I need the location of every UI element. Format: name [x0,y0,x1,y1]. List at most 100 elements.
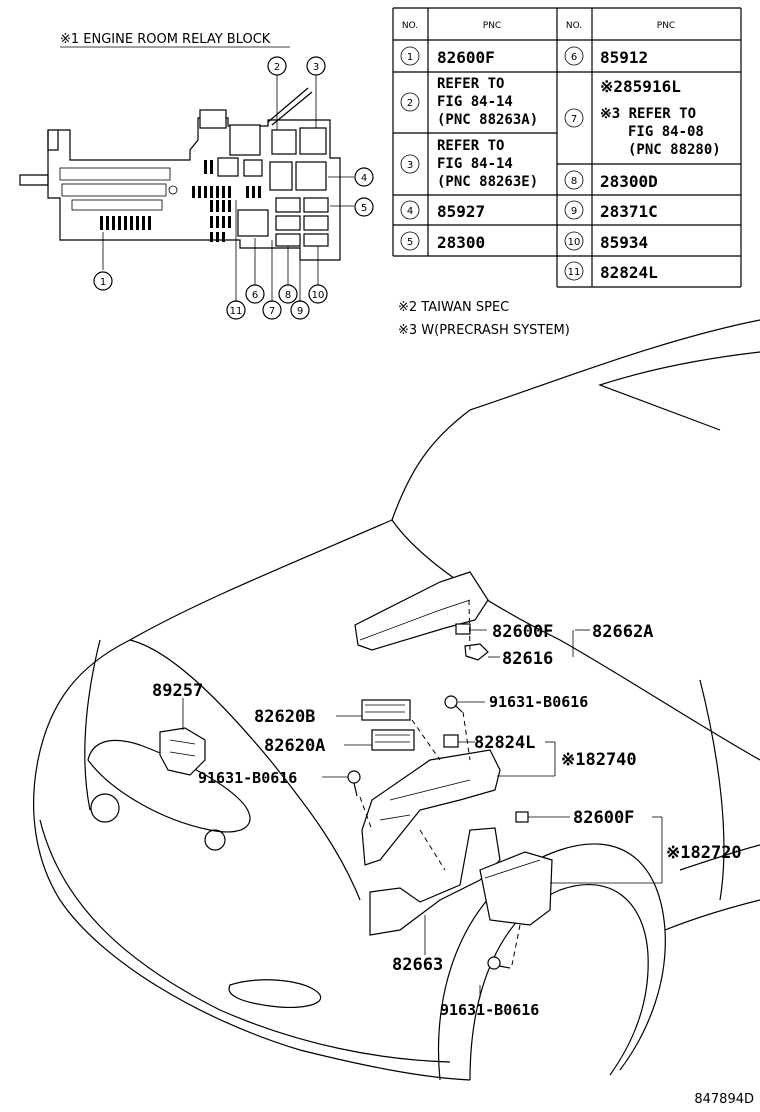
table-header-no-right: NO. [566,21,582,31]
svg-text:6: 6 [252,290,258,301]
svg-text:3: 3 [313,62,319,73]
relay-block-82740-part [361,749,501,866]
relay-callout-1: 1 [93,271,113,291]
table-row: 7 ※285916L ※3 REFER TO FIG 84-08 (PNC 88… [564,77,721,158]
svg-text:6: 6 [571,52,577,63]
relay-callout-3: 3 [306,56,326,76]
label-82824L: 82824L [474,733,535,753]
svg-text:85934: 85934 [600,233,648,252]
svg-text:28300D: 28300D [600,172,658,191]
relay-callout-4: 4 [354,167,374,187]
relay-82620A-part [371,729,415,751]
svg-text:9: 9 [297,306,303,317]
relay-callout-6: 6 [245,284,265,304]
relay-callout-11: 11 [226,300,246,320]
svg-text:4: 4 [407,206,413,217]
svg-text:※285916L: ※285916L [600,77,681,96]
svg-text:1: 1 [407,52,413,63]
svg-text:※3 REFER TO: ※3 REFER TO [600,106,696,122]
relay-callout-9: 9 [290,300,310,320]
svg-text:REFER TO: REFER TO [437,76,504,92]
svg-text:7: 7 [571,114,577,125]
svg-text:28300: 28300 [437,233,485,252]
relay-block-title: ※1 ENGINE ROOM RELAY BLOCK [60,32,271,47]
assembly-lines [359,599,521,966]
table-header-pnc-left: PNC [483,21,501,31]
fuse-82600F-low-part [515,811,529,823]
table-row: 3 REFER TO FIG 84-14 (PNC 88263E) [400,138,538,190]
svg-text:8: 8 [285,290,291,301]
label-82620A: 82620A [264,736,325,756]
pnc-table: NO. PNC NO. PNC 1 82600F 2 REFER TO FIG … [392,7,742,288]
bracket-89257-part [159,705,206,776]
svg-text:11: 11 [230,306,243,317]
svg-text:2: 2 [407,98,413,109]
label-82616: 82616 [502,649,553,669]
relay-block-cover [354,571,489,651]
fuse-82600F-top-part [455,623,471,635]
figure-id: 847894D [694,1092,754,1107]
svg-text:82824L: 82824L [600,263,658,282]
fuse-cluster [100,160,261,242]
svg-text:10: 10 [312,290,325,301]
table-row: 10 85934 [564,231,648,252]
note-precrash-system: ※3 W(PRECRASH SYSTEM) [398,323,570,338]
svg-text:7: 7 [269,306,275,317]
label-82600F-top: 82600F [492,622,553,642]
relay-callout-7: 7 [262,300,282,320]
table-row: 8 28300D [564,170,658,191]
label-82620B: 82620B [254,707,315,727]
label-82662A: 82662A [592,622,653,642]
label-91631-top: 91631-B0616 [489,693,588,711]
relay-callout-5: 5 [354,197,374,217]
svg-text:3: 3 [407,160,413,171]
svg-text:FIG 84-08: FIG 84-08 [628,124,704,140]
table-row: 6 85912 [564,46,648,67]
svg-text:REFER TO: REFER TO [437,138,504,154]
label-91631-bottom: 91631-B0616 [440,1001,539,1019]
car-outline [33,319,760,1081]
relay-82620B-part [361,699,411,721]
svg-text:10: 10 [568,237,581,248]
svg-text:2: 2 [274,62,280,73]
label-82600F-low: 82600F [573,808,634,828]
label-82663: 82663 [392,955,443,975]
svg-text:(PNC 88263A): (PNC 88263A) [437,112,538,128]
svg-text:9: 9 [571,206,577,217]
svg-text:5: 5 [407,237,413,248]
svg-text:1: 1 [100,277,106,288]
table-row: 9 28371C [564,200,658,221]
svg-text:8: 8 [571,176,577,187]
svg-text:FIG 84-14: FIG 84-14 [437,94,513,110]
svg-text:FIG 84-14: FIG 84-14 [437,156,513,172]
fusible-82824L-part [443,734,459,748]
table-row: 4 85927 [400,200,485,221]
table-row: 5 28300 [400,231,485,252]
svg-text:82600F: 82600F [437,48,495,67]
svg-text:(PNC 88263E): (PNC 88263E) [437,174,538,190]
part-leaders [182,629,663,998]
screw-left-part [347,770,361,797]
label-82740: ※182740 [561,750,637,770]
table-header-no-left: NO. [402,21,418,31]
relay-callout-leaders [102,75,354,302]
svg-text:4: 4 [361,173,367,184]
svg-text:28371C: 28371C [600,202,658,221]
table-row: 2 REFER TO FIG 84-14 (PNC 88263A) [400,76,538,128]
table-row: 1 82600F [400,46,495,67]
svg-text:(PNC 88280): (PNC 88280) [628,142,721,158]
clip-82616-part [464,643,489,661]
label-82720: ※182720 [666,843,742,863]
svg-text:5: 5 [361,203,367,214]
relay-callout-2: 2 [267,56,287,76]
svg-text:85927: 85927 [437,202,485,221]
relay-box-82720-part [479,851,553,926]
screw-top-part [444,695,463,713]
housing-82663-part [369,827,501,936]
relay-callout-10: 10 [308,284,328,304]
relay-block-inset: ※1 ENGINE ROOM RELAY BLOCK [19,32,374,320]
svg-text:11: 11 [568,267,581,278]
table-row: 11 82824L [564,261,658,282]
label-91631-left: 91631-B0616 [198,769,297,787]
